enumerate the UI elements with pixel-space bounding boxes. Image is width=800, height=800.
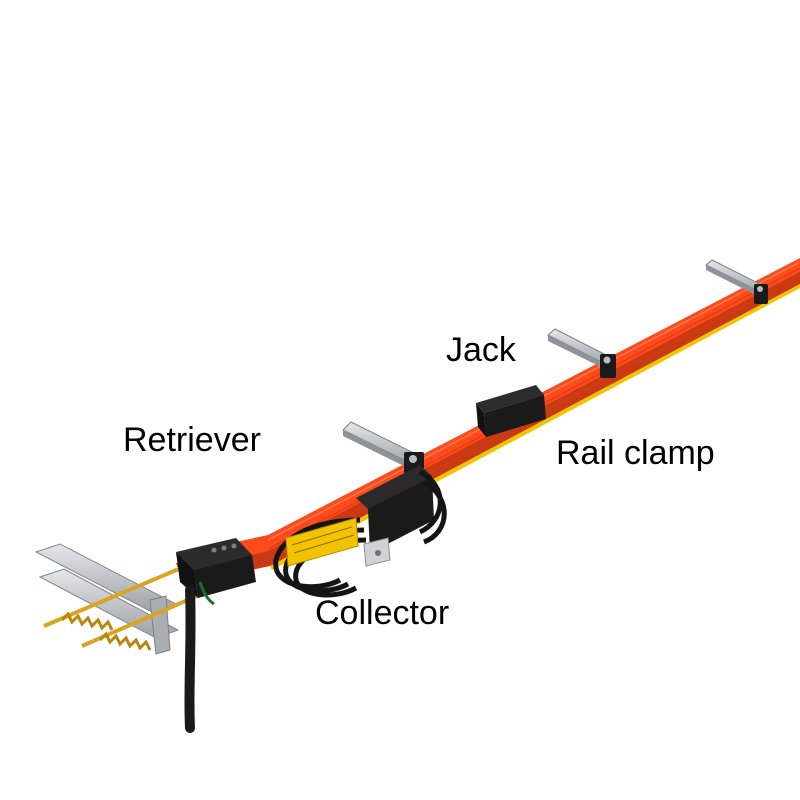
rail-clamp-middle	[547, 328, 617, 378]
retriever-assembly	[34, 538, 256, 733]
rail-clamp-far	[705, 259, 769, 304]
collector-assembly	[273, 465, 447, 598]
collector-label: Collector	[315, 594, 450, 632]
jack-box	[476, 385, 546, 437]
rail-clamp-label: Rail clamp	[556, 434, 715, 472]
jack-label: Jack	[446, 331, 516, 369]
retriever-label: Retriever	[123, 421, 261, 459]
